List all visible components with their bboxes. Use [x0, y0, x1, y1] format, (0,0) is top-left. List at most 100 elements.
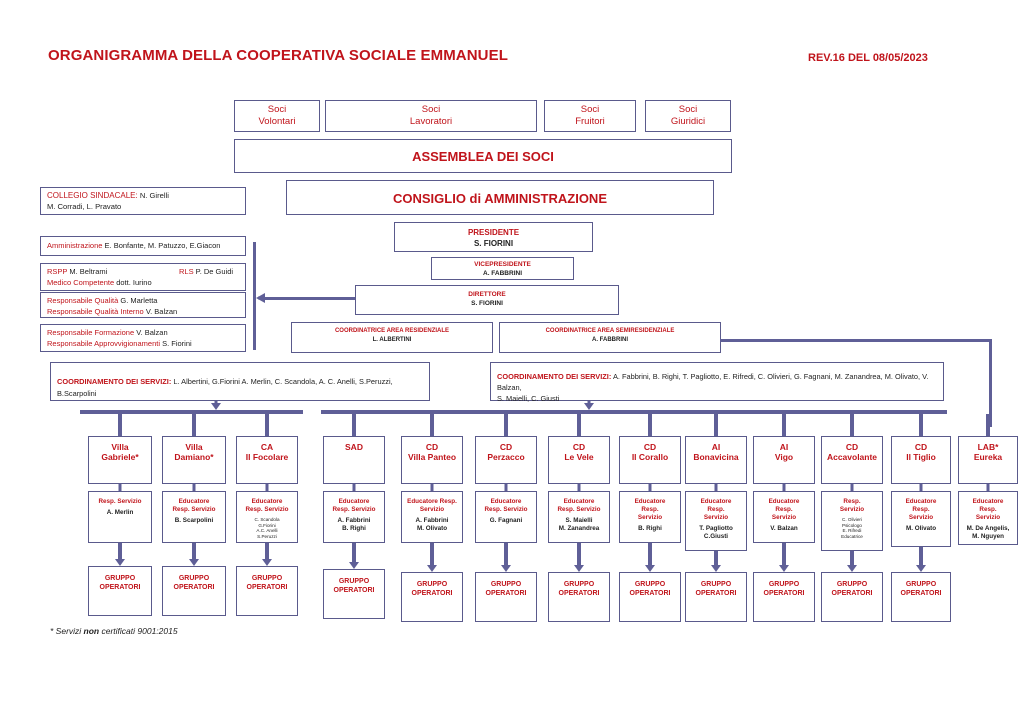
formazione-label: Responsabile Formazione — [47, 328, 135, 337]
resp-role: Resp. Servizio — [484, 506, 528, 513]
staff-vertical-bar — [253, 242, 256, 350]
resp-person: C. Scandola — [254, 517, 280, 522]
rspp-label: RSPP — [47, 267, 68, 276]
service-type: SAD — [345, 442, 363, 452]
coord-servizi-left-label: COORDINAMENTO DEI SERVIZI: — [57, 377, 172, 386]
gruppo-line2: OPERATORI — [99, 584, 141, 591]
lab-connector-horizontal — [720, 339, 992, 342]
resp-person: Educatrice — [841, 533, 863, 539]
amministrazione-names: E. Bonfante, M. Patuzzo, E.Giacon — [102, 241, 221, 250]
resp-role: Resp. — [775, 506, 793, 513]
gruppo-line1: GRUPPO — [104, 575, 136, 582]
gruppo-line2: OPERATORI — [558, 590, 600, 597]
coord-semiresidenziale-box: COORDINATRICE AREA SEMIRESIDENZIALE A. F… — [499, 322, 721, 353]
service-type: CD — [914, 442, 928, 452]
gruppo-operatori-box-0: GRUPPO OPERATORI — [88, 566, 152, 616]
soci-volontari-box: Soci Volontari — [234, 100, 320, 132]
resp-to-group-head — [189, 559, 199, 566]
resp-role: Resp. Servizio — [98, 498, 142, 505]
resp-person: T. Pagliotto — [699, 525, 733, 532]
service-type: AI — [779, 442, 789, 452]
service-type: CD — [643, 442, 657, 452]
service-type: CD — [572, 442, 586, 452]
soci-volontari-line1: Soci — [267, 104, 287, 115]
gruppo-line1: GRUPPO — [251, 575, 283, 582]
direttore-box: DIRETTORE S. FIORINI — [355, 285, 619, 315]
resp-role: Resp. Servizio — [172, 506, 216, 513]
approvv-label: Responsabile Approvvigionamenti — [47, 339, 160, 348]
service-name: Il Corallo — [631, 452, 669, 462]
resp-to-group-head — [574, 565, 584, 572]
collegio-label: COLLEGIO SINDACALE: — [47, 191, 138, 200]
lab-connector-vertical — [989, 339, 992, 427]
resp-role: Servizio — [975, 514, 1001, 521]
service-name: Damiano* — [174, 452, 214, 462]
formazione-names: V. Balzan — [134, 328, 168, 337]
service-name: Bonavicina — [693, 452, 739, 462]
resp-person: E. Rifredi — [842, 528, 862, 533]
coord-servizi-right-names: A. Fabbrini, B. Righi, T. Pagliotto, E. … — [497, 372, 929, 392]
consiglio-box: CONSIGLIO di AMMINISTRAZIONE — [286, 180, 714, 215]
resp-role: Educatore — [634, 498, 666, 505]
footnote-emphasis: non — [83, 626, 100, 636]
resp-role: Servizio — [771, 514, 797, 521]
service-type: CD — [845, 442, 859, 452]
direttore-role: DIRETTORE — [468, 291, 506, 298]
resp-role: Resp. — [912, 506, 930, 513]
gruppo-line1: GRUPPO — [563, 581, 595, 588]
service-name: Accavolante — [826, 452, 878, 462]
resp-to-group-head — [847, 565, 857, 572]
resp-person: M. Zanandrea — [558, 525, 600, 532]
presidente-box: PRESIDENTE S. FIORINI — [394, 222, 593, 252]
resp-role: Resp. — [641, 506, 659, 513]
resp-role: Resp. — [979, 506, 997, 513]
resp-person: A. Merlin — [106, 509, 134, 516]
resp-box-0: Resp. Servizio A. Merlin — [88, 491, 152, 543]
vicepresidente-name: A. FABBRINI — [483, 270, 522, 277]
qualita-box: Responsabile Qualità G. Marletta Respons… — [40, 292, 246, 318]
resp-role: Educatore — [338, 498, 370, 505]
gruppo-line2: OPERATORI — [831, 590, 873, 597]
resp-person: A. Fabbrini — [337, 517, 371, 524]
service-name: Vigo — [774, 452, 794, 462]
service-name: Il Focolare — [245, 452, 289, 462]
service-type: Villa — [185, 442, 203, 452]
coord-servizi-left-names: L. Albertini, G.Fiorini A. Merlin, C. Sc… — [57, 377, 393, 398]
resp-to-group-head — [427, 565, 437, 572]
service-name: Perzacco — [487, 452, 525, 462]
medico-names: dott. Iurino — [114, 278, 152, 287]
service-type: LAB* — [977, 442, 999, 452]
resp-person: Psicologo — [842, 522, 862, 528]
resp-person: V. Balzan — [770, 525, 798, 532]
service-type: CD — [499, 442, 513, 452]
qualita-names: G. Marletta — [118, 296, 158, 305]
gruppo-line2: OPERATORI — [333, 587, 375, 594]
soci-lavoratori-line1: Soci — [421, 104, 441, 115]
amministrazione-label: Amministrazione — [47, 241, 103, 250]
qualita-int-label: Responsabile Qualità Interno — [47, 307, 144, 316]
resp-person: A. Fabbrini — [415, 517, 449, 524]
resp-role: Resp. Servizio — [245, 506, 289, 513]
service-type: Villa — [111, 442, 129, 452]
gruppo-line1: GRUPPO — [416, 581, 448, 588]
resp-role: Servizio — [419, 506, 445, 513]
service-name: Il Tiglio — [906, 452, 936, 462]
assemblea-box: ASSEMBLEA DEI SOCI — [234, 139, 732, 173]
service-name: Eureka — [973, 452, 1003, 462]
resp-person: B. Scarpolini — [174, 517, 214, 524]
resp-role: Resp. Servizio — [332, 506, 376, 513]
resp-person: M. Olivato — [416, 525, 448, 532]
